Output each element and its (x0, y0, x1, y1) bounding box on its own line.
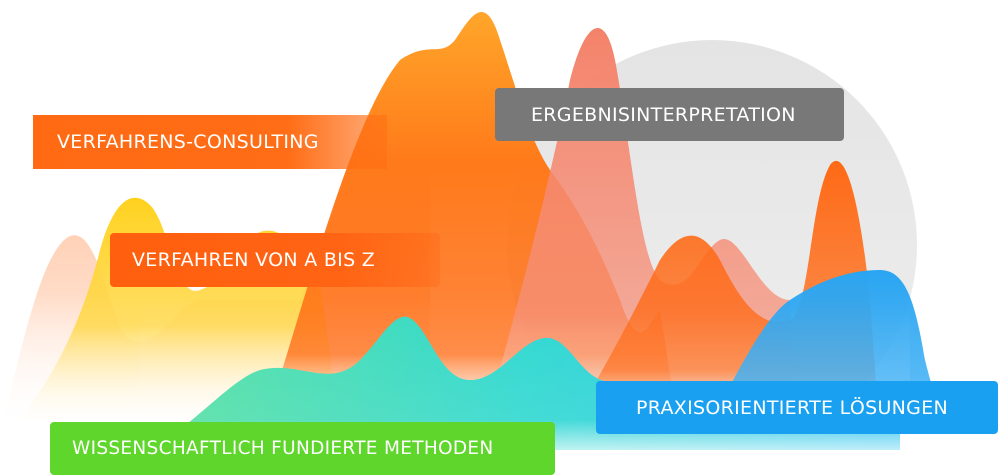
label-wissenschaftlich-fundierte-methoden: WISSENSCHAFTLICH FUNDIERTE METHODEN (50, 422, 555, 475)
label-ergebnisinterpretation-text: ERGEBNISINTERPRETATION (531, 103, 796, 126)
label-wissenschaftlich-fundierte-methoden-text: WISSENSCHAFTLICH FUNDIERTE METHODEN (72, 438, 494, 459)
label-verfahren-a-bis-z-text: VERFAHREN VON A BIS Z (132, 249, 376, 271)
label-praxisorientierte-loesungen: PRAXISORIENTIERTE LÖSUNGEN (596, 381, 998, 434)
label-verfahren-a-bis-z: VERFAHREN VON A BIS Z (110, 233, 440, 287)
label-ergebnisinterpretation: ERGEBNISINTERPRETATION (495, 88, 844, 141)
label-praxisorientierte-loesungen-text: PRAXISORIENTIERTE LÖSUNGEN (636, 396, 949, 419)
label-verfahrens-consulting-text: VERFAHRENS-CONSULTING (57, 131, 319, 153)
label-verfahrens-consulting: VERFAHRENS-CONSULTING (33, 115, 387, 169)
